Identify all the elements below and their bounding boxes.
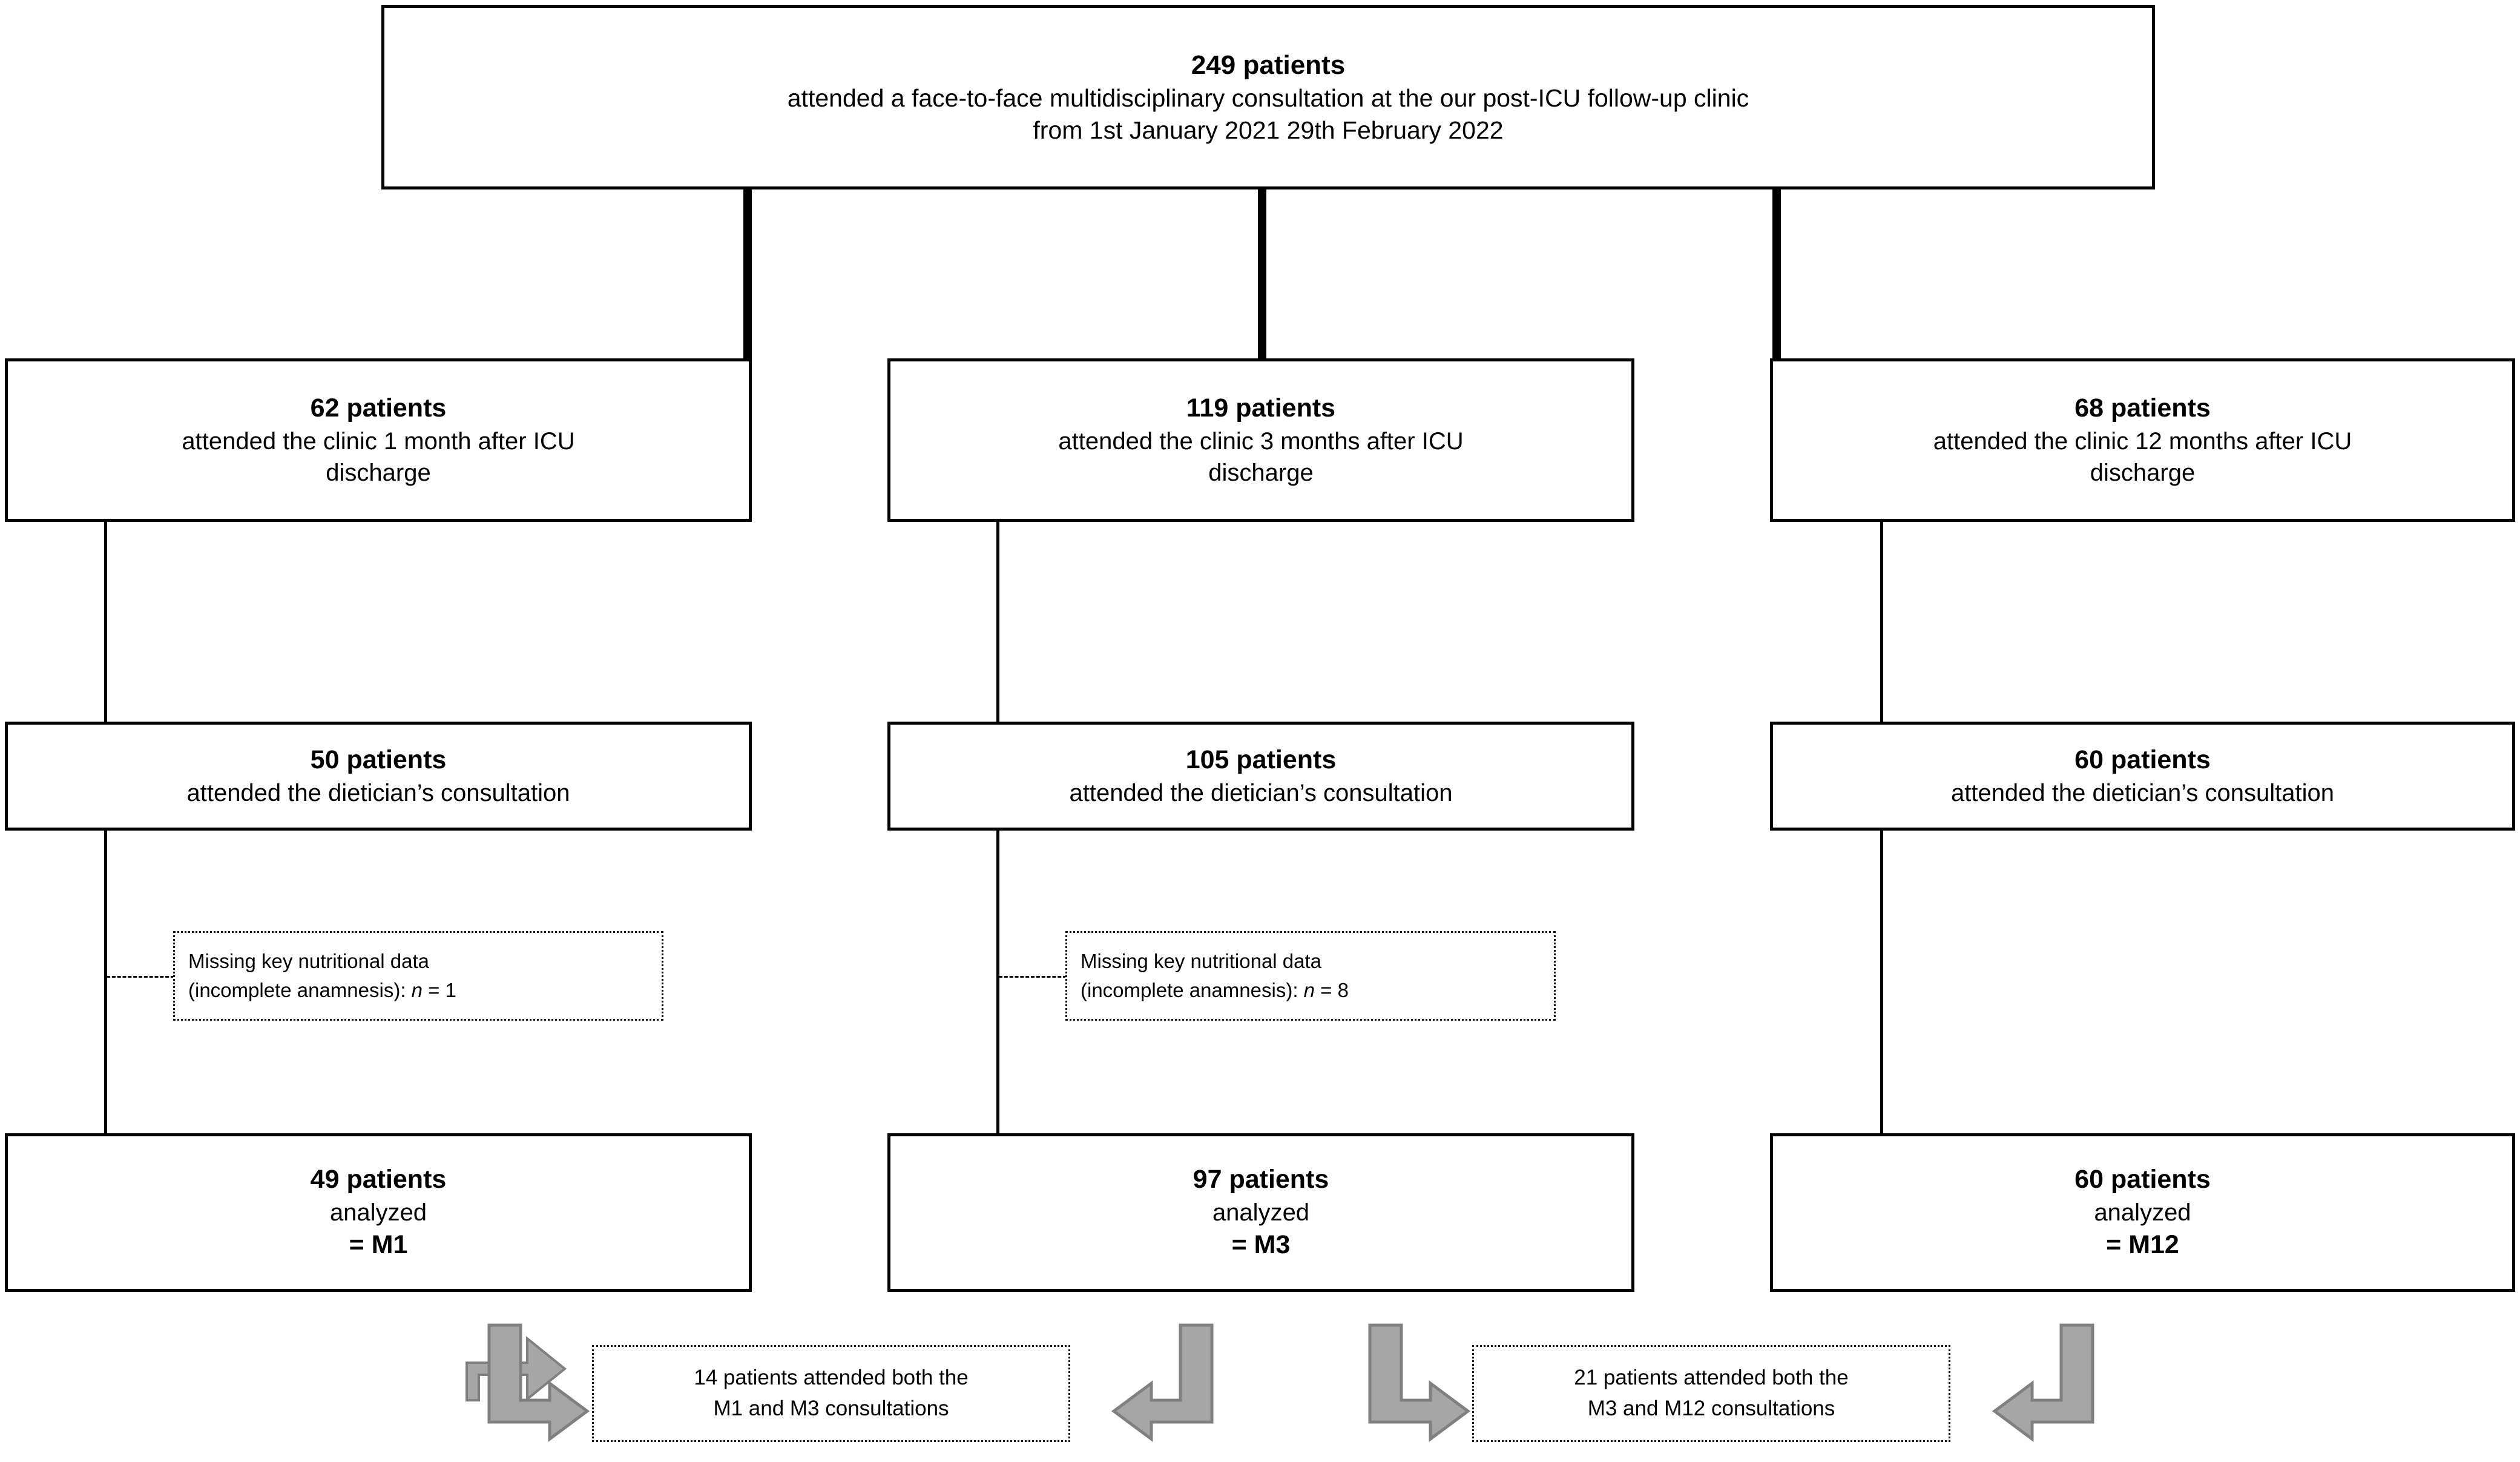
- connector-total-to-m1: [743, 186, 752, 361]
- note-exclusion-m3-line1: Missing key nutritional data: [1081, 950, 1322, 973]
- box-dietician-m12-count: 60 patients: [2074, 745, 2211, 775]
- note-overlap-m1-m3: 14 patients attended both the M1 and M3 …: [592, 1345, 1070, 1442]
- note-exclusion-m3-line2-italic: n: [1303, 979, 1315, 1001]
- box-attended-m1-count: 62 patients: [310, 393, 447, 423]
- box-dietician-m3-count: 105 patients: [1185, 745, 1337, 775]
- box-analyzed-m3-label: = M3: [1231, 1230, 1291, 1259]
- box-total-cohort-line2: attended a face-to-face multidisciplinar…: [787, 84, 1749, 112]
- note-exclusion-m1-line2: (incomplete anamnesis): n = 1: [188, 976, 456, 1005]
- box-attended-m12-count: 68 patients: [2074, 393, 2211, 423]
- box-analyzed-m3-count: 97 patients: [1193, 1165, 1329, 1194]
- connector-total-to-m12: [1772, 186, 1781, 361]
- box-analyzed-m3-line2: analyzed: [1212, 1199, 1310, 1226]
- box-attended-m12-line3: discharge: [2090, 459, 2196, 486]
- note-exclusion-m1-line2-post: = 1: [423, 979, 456, 1001]
- box-dietician-m1-count: 50 patients: [310, 745, 447, 775]
- note-overlap-m3-m12-line1: 21 patients attended both the: [1574, 1366, 1849, 1390]
- connector-m1-dietician-to-analyzed: [104, 828, 107, 1137]
- box-attended-m1-line2: attended the clinic 1 month after ICU: [182, 427, 575, 455]
- box-analyzed-m1-line2: analyzed: [329, 1199, 427, 1226]
- leader-m3-exclusion: [999, 976, 1067, 978]
- box-dietician-m1-line2: attended the dietician’s consultation: [186, 779, 570, 806]
- box-attended-m3-line3: discharge: [1208, 459, 1314, 486]
- box-analyzed-m12-count: 60 patients: [2074, 1165, 2211, 1194]
- box-analyzed-m1-label: = M1: [349, 1230, 408, 1259]
- note-exclusion-m1: Missing key nutritional data (incomplete…: [173, 931, 663, 1021]
- note-exclusion-m3-line2: (incomplete anamnesis): n = 8: [1081, 976, 1349, 1005]
- arrow-m12-down-left: [1992, 1323, 2094, 1442]
- box-total-cohort-line3: from 1st January 2021 29th February 2022: [1033, 116, 1504, 145]
- connector-m12-dietician-to-analyzed: [1880, 828, 1883, 1137]
- box-attended-m12-line2: attended the clinic 12 months after ICU: [1933, 427, 2352, 455]
- note-exclusion-m3-line2-post: = 8: [1315, 979, 1349, 1001]
- note-exclusion-m1-line1: Missing key nutritional data: [188, 950, 430, 973]
- box-dietician-m3-line2: attended the dietician’s consultation: [1069, 779, 1453, 806]
- box-dietician-m1: 50 patients attended the dietician’s con…: [5, 722, 752, 831]
- box-dietician-m12: 60 patients attended the dietician’s con…: [1770, 722, 2515, 831]
- box-analyzed-m1: 49 patients analyzed = M1: [5, 1133, 752, 1292]
- connector-total-to-m3: [1258, 186, 1266, 361]
- box-attended-m1-line3: discharge: [326, 459, 431, 486]
- box-total-cohort: 249 patients attended a face-to-face mul…: [381, 5, 2155, 189]
- box-attended-m12: 68 patients attended the clinic 12 month…: [1770, 358, 2515, 522]
- overlap-arrows-layer: [466, 1335, 567, 1402]
- box-total-cohort-count: 249 patients: [1191, 50, 1346, 80]
- arrow-m1-down-right: [487, 1323, 590, 1442]
- note-exclusion-m3-line2-pre: (incomplete anamnesis):: [1081, 979, 1304, 1001]
- box-attended-m3-count: 119 patients: [1186, 393, 1336, 423]
- box-analyzed-m12-line2: analyzed: [2094, 1199, 2191, 1226]
- note-exclusion-m1-line2-pre: (incomplete anamnesis):: [188, 979, 412, 1001]
- box-analyzed-m12-label: = M12: [2106, 1230, 2179, 1259]
- note-overlap-m1-m3-line2: M1 and M3 consultations: [713, 1397, 949, 1420]
- note-overlap-m3-m12-line2: M3 and M12 consultations: [1587, 1397, 1835, 1420]
- box-analyzed-m1-count: 49 patients: [310, 1165, 447, 1194]
- box-attended-m3: 119 patients attended the clinic 3 month…: [887, 358, 1634, 522]
- note-overlap-m3-m12: 21 patients attended both the M3 and M12…: [1472, 1345, 1950, 1442]
- note-exclusion-m1-line2-italic: n: [411, 979, 423, 1001]
- arrow-m3-down-left: [1111, 1323, 1214, 1442]
- connector-m3-dietician-to-analyzed: [996, 828, 999, 1137]
- connector-m1-attended-to-dietician: [104, 519, 107, 756]
- leader-m1-exclusion: [107, 976, 174, 978]
- box-analyzed-m3: 97 patients analyzed = M3: [887, 1133, 1634, 1292]
- box-attended-m1: 62 patients attended the clinic 1 month …: [5, 358, 752, 522]
- box-dietician-m3: 105 patients attended the dietician’s co…: [887, 722, 1634, 831]
- box-dietician-m12-line2: attended the dietician’s consultation: [1950, 779, 2335, 806]
- box-analyzed-m12: 60 patients analyzed = M12: [1770, 1133, 2515, 1292]
- note-overlap-m1-m3-line1: 14 patients attended both the: [694, 1366, 969, 1390]
- connector-m12-attended-to-dietician: [1880, 519, 1883, 756]
- connector-m3-attended-to-dietician: [996, 519, 999, 756]
- arrow-m3-down-right: [1368, 1323, 1471, 1442]
- box-attended-m3-line2: attended the clinic 3 months after ICU: [1058, 427, 1464, 455]
- note-exclusion-m3: Missing key nutritional data (incomplete…: [1065, 931, 1556, 1021]
